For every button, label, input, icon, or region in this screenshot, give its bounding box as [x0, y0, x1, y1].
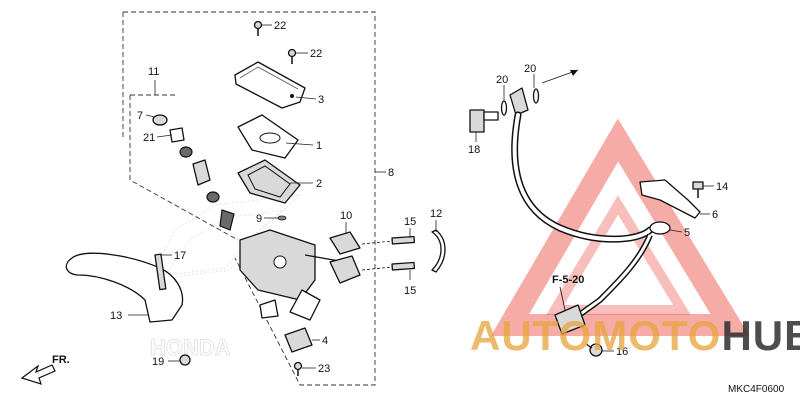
piston-set [152, 114, 235, 231]
callout-3: 3 [318, 94, 324, 106]
pin-9 [277, 215, 287, 221]
brake-lever [65, 252, 184, 323]
callout-23: 23 [318, 363, 330, 375]
clip-12 [431, 229, 446, 273]
section-ref: F-5-20 [552, 274, 584, 286]
callout-11: 11 [148, 66, 159, 78]
callout-9: 9 [256, 213, 262, 225]
honda-wing-logo: HONDA [149, 194, 302, 361]
callout-2: 2 [316, 178, 322, 190]
bolt-22-top [253, 20, 263, 36]
callout-17: 17 [174, 250, 186, 262]
hose-fitting-bottom [554, 304, 586, 335]
callout-22a: 22 [274, 20, 286, 32]
watermark-triangles [490, 118, 750, 336]
sealing-washer-lower [532, 88, 540, 104]
callout-16: 16 [616, 346, 628, 358]
callout-4: 4 [322, 335, 328, 347]
honda-logo-text: HONDA [150, 335, 231, 360]
diagram-code: MKC4F0600 [728, 384, 785, 395]
callout-12: 12 [430, 208, 442, 220]
callout-1: 1 [316, 140, 322, 152]
front-arrow-label: FR. [52, 354, 70, 366]
oil-bolt-18 [469, 109, 499, 133]
callout-21: 21 [143, 132, 155, 144]
hose-clamp [649, 221, 671, 235]
leader-lines [128, 24, 714, 369]
callout-13: 13 [110, 310, 122, 322]
callout-20b: 20 [524, 63, 536, 75]
hose-guide-bracket [639, 179, 701, 219]
callout-15b: 15 [404, 285, 416, 297]
section-ref-leader [559, 286, 566, 311]
callout-15a: 15 [404, 216, 416, 228]
bolt-14 [692, 181, 704, 198]
direction-arrowhead [570, 70, 578, 76]
callout-6: 6 [712, 209, 718, 221]
bolt-22-second [287, 48, 297, 64]
callout-8: 8 [388, 167, 394, 179]
bolt-15-lower [361, 261, 416, 271]
callout-14: 14 [716, 181, 728, 193]
diaphragm [237, 159, 301, 204]
bolt-15-upper [361, 235, 416, 245]
callout-20a: 20 [496, 74, 508, 86]
hose-fitting-top [509, 87, 529, 116]
diaphragm-plate [237, 114, 299, 159]
callout-5: 5 [684, 227, 690, 239]
reservoir-cap [234, 61, 306, 109]
bolt-16 [585, 343, 603, 357]
sealing-washer-upper [500, 100, 508, 116]
callout-22b: 22 [310, 48, 322, 60]
callout-18: 18 [468, 144, 480, 156]
piston-set-outline [129, 95, 239, 241]
watermark-text: AUTOMOTOHUB [470, 312, 800, 359]
callout-19: 19 [152, 356, 164, 368]
pivot-bolt-17 [154, 253, 167, 291]
reservoir-assembly-outline [123, 11, 376, 386]
brake-switch [284, 327, 313, 353]
nut-19 [179, 354, 191, 366]
screw-23 [293, 361, 303, 376]
holder-upper [329, 231, 361, 255]
front-arrow: FR. [20, 354, 70, 385]
callout-10: 10 [340, 210, 352, 222]
callout-7: 7 [137, 110, 143, 122]
holder-lower [329, 255, 361, 284]
